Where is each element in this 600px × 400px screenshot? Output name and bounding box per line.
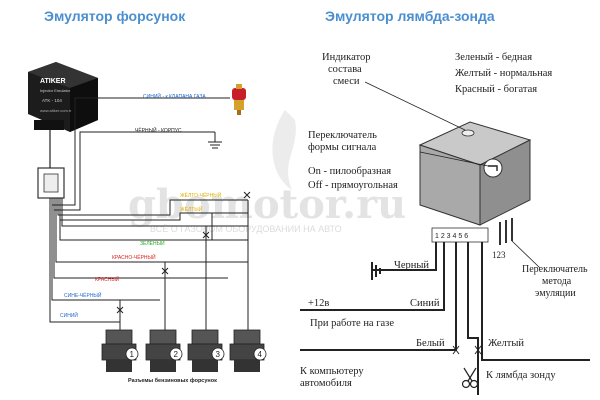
off-label: Off - прямоугольная: [308, 180, 398, 191]
emulator-base: [34, 120, 64, 130]
label-black: Черный: [394, 260, 429, 271]
injector-number-1: 1: [130, 350, 135, 359]
label-red-black: КРАСНО-ЧЁРНЫЙ: [112, 253, 156, 261]
injector-number-3: 3: [216, 350, 221, 359]
injector-number-circle-4: [253, 347, 267, 361]
emulator-unit: [28, 62, 98, 132]
injector-2: [145, 329, 181, 372]
label-blue-black: СИНЕ-ЧЁРНЫЙ: [64, 291, 102, 299]
pin-numbers: 1 2 3 4 5 6: [435, 233, 468, 240]
injector-3: [187, 329, 223, 372]
label-yellow-black: ЖЁЛТО-ЧЁРНЫЙ: [180, 191, 222, 199]
title-injector-emulator: Эмулятор форсунок: [44, 8, 186, 24]
leader-lines: [364, 81, 541, 269]
label-white: Белый: [416, 338, 445, 349]
label-red: КРАСНЫЙ: [95, 275, 120, 283]
legend-red: Красный - богатая: [455, 84, 537, 95]
injector-number-4: 4: [258, 350, 263, 359]
mode-switch-line-3: эмуляции: [535, 288, 576, 299]
mode-pins: [499, 218, 513, 245]
label-blue-valve: СИНИЙ - к КЛАПАНА ГАЗА: [143, 92, 206, 100]
switch-signal-label: Переключатель формы сигнала: [308, 130, 380, 153]
lambda-cut-marks: [452, 345, 482, 355]
device-text: Injector Emulator: [40, 88, 71, 93]
mode-switch-line-2: метода: [542, 276, 572, 287]
connector-socket: [43, 173, 59, 193]
mode-switch-line-1: Переключатель: [522, 264, 588, 275]
mixture-indicator-led: [461, 129, 475, 137]
gas-valve-icon: [232, 84, 246, 115]
label-blue: СИНИЙ: [60, 311, 78, 319]
indicator-label-line-1: Индикатор: [322, 52, 370, 63]
label-gas-mode: При работе на газе: [310, 318, 394, 329]
to-computer-line-1: К компьютеру: [300, 366, 364, 377]
switch-signal-line-2: формы сигнала: [308, 142, 377, 153]
indicator-label-line-3: смеси: [333, 76, 360, 87]
label-black-ground: ЧЁРНЫЙ - КОРПУС: [135, 126, 182, 134]
label-to-computer: К компьютеру автомобиля: [300, 366, 366, 389]
device-brand: ATIKER: [40, 78, 66, 85]
indicator-label: Индикатор состава смеси: [322, 52, 373, 87]
signal-switch-knob: [483, 158, 503, 178]
mode-switch-label: Переключатель метода эмуляции: [522, 264, 590, 299]
mode-numbers: 123: [492, 250, 506, 260]
scissors-icon: [461, 367, 479, 389]
pin-block: [431, 227, 489, 243]
wire-bundle: [49, 97, 248, 323]
label-green: ЗЕЛЕНЫЙ: [140, 239, 165, 247]
lambda-ground-icon: [371, 262, 381, 280]
title-lambda-emulator: Эмулятор лямбда-зонда: [325, 8, 495, 24]
label-to-lambda: К лямбда зонду: [486, 370, 556, 381]
ground-icon: [208, 132, 222, 149]
legend-yellow: Желтый - нормальная: [455, 68, 552, 79]
label-yellow: ЖЁЛТЫЙ: [180, 205, 203, 213]
on-label: On - пилообразная: [308, 166, 391, 177]
legend-green: Зеленый - бедная: [455, 52, 532, 63]
switch-signal-line-1: Переключатель: [308, 130, 377, 141]
injector-number-circle-2: [169, 347, 183, 361]
injector-number-circle-1: [125, 347, 139, 361]
lambda-emulator-box: [418, 121, 532, 226]
to-computer-line-2: автомобиля: [300, 378, 352, 389]
injector-caption: Разъемы бензиновых форсунок: [128, 377, 217, 384]
label-plus12: +12в: [308, 298, 329, 309]
watermark-subtitle: ВСЁ О ГАЗОВОМ ОБОРУДОВАНИИ НА АВТО: [150, 224, 342, 234]
label-yellow-wire: Желтый: [488, 338, 524, 349]
cut-marks: [116, 191, 251, 314]
watermark-flame-icon: [272, 110, 296, 190]
signal-switch-indicator: [488, 165, 498, 171]
device-model: ATK - 104: [42, 98, 62, 103]
device-site: www.atiker.com.tr: [40, 108, 72, 113]
indicator-label-line-2: состава: [328, 64, 362, 75]
label-blue-wire: Синий: [410, 298, 440, 309]
injector-number-circle-3: [211, 347, 225, 361]
injector-number-2: 2: [174, 350, 179, 359]
injector-drops: [119, 200, 249, 330]
